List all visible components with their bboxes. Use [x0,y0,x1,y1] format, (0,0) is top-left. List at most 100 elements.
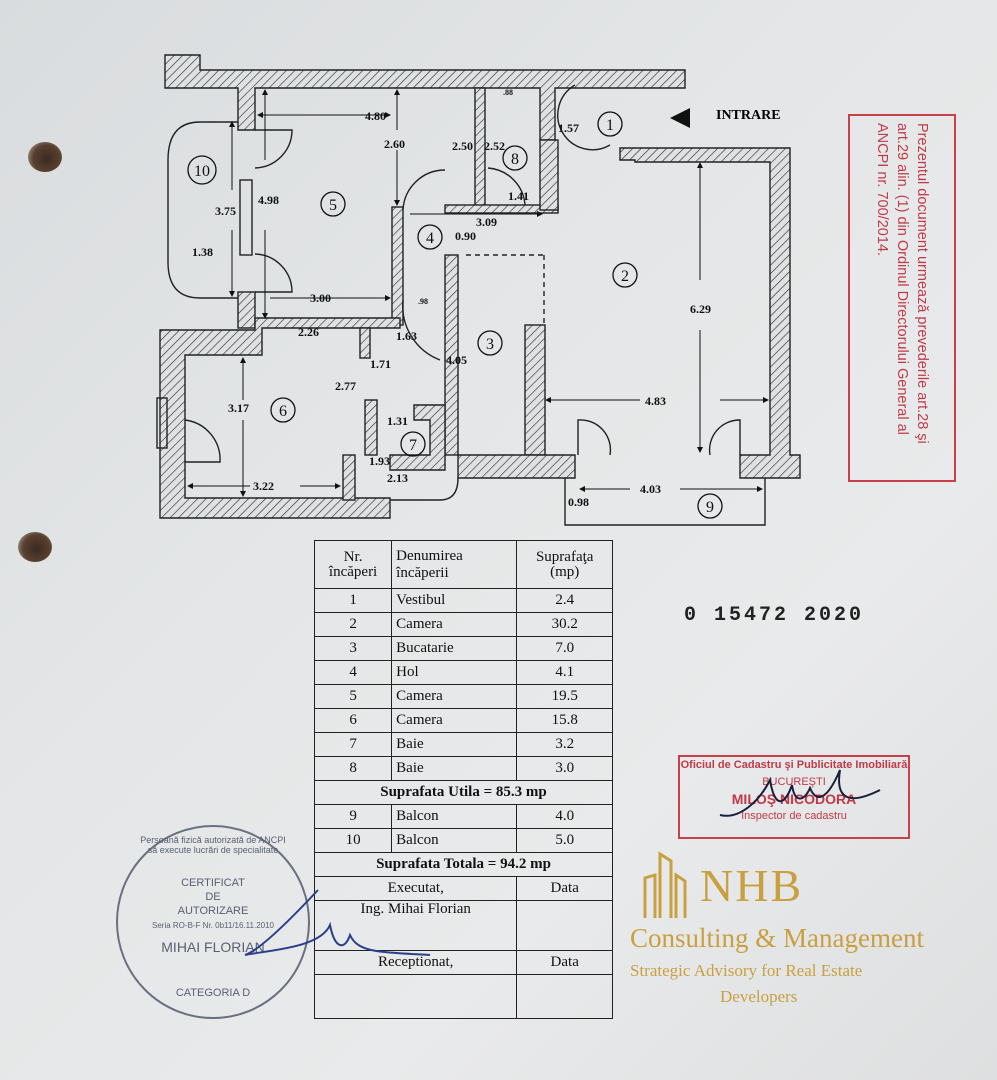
balconies-and-doors [156,84,766,526]
entrance-label: INTRARE [716,108,781,123]
room-number: 5 [329,197,337,214]
table-cell: 3.2 [516,732,613,757]
table-cell: 3.0 [516,756,613,781]
building-logo-icon [643,851,687,918]
dim-label: 3.00 [310,291,331,305]
table-cell: Bucatarie [391,636,518,661]
inspector-signature [719,769,881,817]
room-numbers: 1 2 3 4 5 6 7 8 9 10 [194,117,714,516]
room-number: 1 [606,117,614,134]
table-cell: 2.4 [516,588,613,613]
dim-label: 6.29 [690,302,711,316]
room-number: 8 [511,151,519,168]
dim-label: 3.17 [228,401,249,415]
room-number: 2 [621,268,629,285]
engineer-signature [244,889,431,956]
total-area: Suprafata Totala = 94.2 mp [314,852,613,877]
room-number: 6 [279,403,287,420]
table-cell: 19.5 [516,684,613,709]
cadastre-stamp: Oficiul de Cadastru şi Publicitate Imobi… [678,755,910,839]
dim-label: 3.09 [476,215,497,229]
serial-number: 0 15472 2020 [684,604,865,627]
table-cell: 30.2 [516,612,613,637]
watermark-line3: Developers [720,987,798,1006]
table-cell: 5.0 [516,828,613,853]
punch-hole [28,142,62,172]
dim-label: 2.52 [484,139,505,153]
dim-label: 4.05 [446,353,467,367]
table-cell: Camera [391,612,518,637]
room-number: 4 [426,230,434,247]
table-cell: 10 [313,828,393,853]
dimension-labels: 4.80 2.60 2.50 2.52 .88 1.57 1.41 3.09 0… [192,88,711,509]
watermark-line2: Strategic Advisory for Real Estate [630,961,863,980]
dim-label: 1.38 [192,245,213,259]
table-cell: 7.0 [516,636,613,661]
dim-label: 4.83 [645,394,666,408]
rooms-table: Nr. încăperi Denumirea încăperii Suprafa… [313,540,613,1019]
table-cell: 4.0 [516,804,613,829]
round-authorization-stamp: Persoană fizică autorizată de ANCPI să e… [116,825,310,1019]
table-cell: Camera [391,708,518,733]
watermark-line1: Consulting & Management [630,923,924,953]
room-number: 10 [194,163,210,180]
executed-label: Executat, [313,876,518,901]
table-cell [516,974,613,1019]
dimension-lines [187,89,769,497]
table-cell: 6 [313,708,393,733]
executed-by: Ing. Mihai Florian [313,900,518,951]
table-cell: 8 [313,756,393,781]
dim-label: 3.22 [253,479,274,493]
dim-label: 4.80 [365,109,386,123]
table-cell: Vestibul [391,588,518,613]
table-cell [313,974,518,1019]
table-cell: 5 [313,684,393,709]
punch-hole [18,532,52,562]
dim-label: 3.75 [215,204,236,218]
header-nr: Nr. încăperi [313,540,393,589]
red-notice-stamp: Prezentul document urmează prevederile a… [848,114,956,482]
table-cell: Balcon [391,804,518,829]
table-cell: Hol [391,660,518,685]
room-number: 3 [486,336,494,353]
table-cell: Camera [391,684,518,709]
table-cell: Baie [391,756,518,781]
dim-label: 2.77 [335,379,356,393]
dim-label: 1.71 [370,357,391,371]
dim-label: 1.41 [508,189,529,203]
dim-label: 2.26 [298,325,319,339]
header-area: Suprafaţa (mp) [516,540,613,589]
table-cell: Balcon [391,828,518,853]
room-number-circles [187,111,723,519]
table-cell: 9 [313,804,393,829]
entrance-arrow-icon [670,108,690,128]
dim-label: 1.93 [369,454,390,468]
table-cell: 7 [313,732,393,757]
table-cell: Baie [391,732,518,757]
dim-label: 0.98 [568,495,589,509]
walls [159,54,801,519]
dim-label: 2.13 [387,471,408,485]
table-cell [516,900,613,951]
table-cell: 4.1 [516,660,613,685]
room-number: 7 [409,437,417,454]
dim-label: 2.60 [384,137,405,151]
useful-area: Suprafata Utila = 85.3 mp [314,780,613,805]
room-number: 9 [706,499,714,516]
table-cell: 15.8 [516,708,613,733]
dim-label: 1.57 [558,121,579,135]
table-cell: 1 [313,588,393,613]
dim-label: .88 [503,88,513,97]
dim-label: 4.03 [640,482,661,496]
